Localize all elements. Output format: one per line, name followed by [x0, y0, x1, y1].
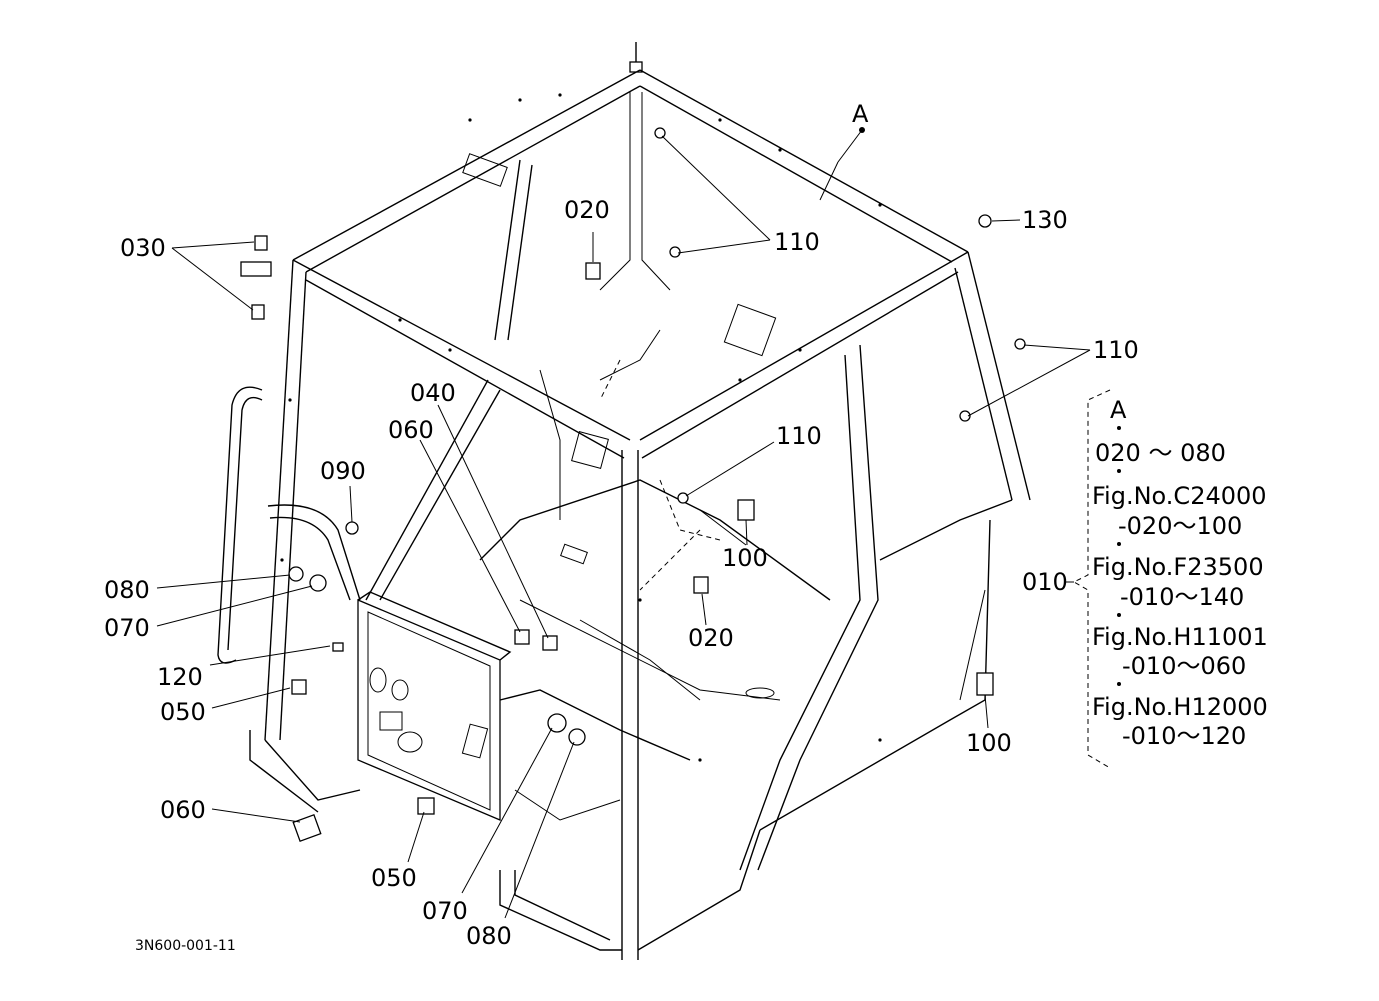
callout-100-mid: 100: [722, 544, 768, 572]
callout-130: 130: [1022, 206, 1068, 234]
ref-fig-1: Fig.No.C24000: [1092, 482, 1267, 510]
ref-title: A: [1110, 396, 1127, 424]
bolt-110-c: [1014, 338, 1026, 350]
callout-020-mid: 020: [688, 624, 734, 652]
part-070-left: [309, 574, 327, 592]
hinge-bracket: [240, 261, 272, 277]
ref-fig-4: Fig.No.H12000: [1092, 693, 1268, 721]
part-070-bottom: [547, 713, 567, 733]
callout-060-bottom: 060: [160, 796, 206, 824]
callout-030: 030: [120, 234, 166, 262]
reference-block: A 020 〜 080 Fig.No.C24000 -020〜100 Fig.N…: [1066, 389, 1268, 769]
callout-120: 120: [157, 663, 203, 691]
callout-100-right: 100: [966, 729, 1012, 757]
callout-020-top: 020: [564, 196, 610, 224]
ref-range-4: -010〜120: [1122, 722, 1246, 750]
callout-040: 040: [410, 379, 456, 407]
bolt-110-a: [654, 127, 666, 139]
nut-130: [978, 214, 992, 228]
part-080-left: [288, 566, 304, 582]
bushing-030-top: [254, 235, 268, 251]
callout-090: 090: [320, 457, 366, 485]
bolt-110-d: [959, 410, 971, 422]
bushing-020-mid: [693, 576, 709, 594]
callout-110-mid: 110: [776, 422, 822, 450]
part-050-bottom: [417, 797, 435, 815]
callout-070-left: 070: [104, 614, 150, 642]
frame-bolt-holes: [280, 93, 882, 762]
callout-110-right: 110: [1093, 336, 1139, 364]
grommet-100-right: [976, 672, 994, 696]
part-060-bottom: [292, 814, 322, 842]
bushing-020-top: [585, 262, 601, 280]
part-120: [332, 642, 344, 652]
ref-range: 020 〜 080: [1095, 439, 1226, 467]
leader-lines: [156, 129, 1091, 919]
bolt-110-e: [677, 492, 689, 504]
part-090: [345, 521, 359, 535]
callout-050-bottom: 050: [371, 864, 417, 892]
grommet-100-mid: [737, 499, 755, 521]
cab-frame-drawing: [217, 42, 1031, 960]
callout-070-bottom: 070: [422, 897, 468, 925]
callout-080-left: 080: [104, 576, 150, 604]
ref-fig-2: Fig.No.F23500: [1092, 553, 1264, 581]
bushing-030-bottom: [251, 304, 265, 320]
ref-fig-3: Fig.No.H11001: [1092, 623, 1268, 651]
callout-110-top: 110: [774, 228, 820, 256]
part-080-bottom: [568, 728, 586, 746]
ref-range-1: -020〜100: [1118, 512, 1242, 540]
part-040: [542, 635, 558, 651]
callout-050-left: 050: [160, 698, 206, 726]
callout-labels: 030 020 110 130 110 040 060 090 110 080 …: [104, 100, 1139, 950]
part-060-mid: [514, 629, 530, 645]
callout-010: 010: [1022, 568, 1068, 596]
small-parts: [240, 127, 1026, 842]
drawing-code: 3N600-001-11: [135, 938, 236, 954]
callout-080-bottom: 080: [466, 922, 512, 950]
callout-A: A: [852, 100, 869, 128]
callout-060-mid: 060: [388, 416, 434, 444]
ref-range-2: -010〜140: [1120, 583, 1244, 611]
part-050-left: [291, 679, 307, 695]
ref-range-3: -010〜060: [1122, 652, 1246, 680]
bolt-110-b: [669, 246, 681, 258]
